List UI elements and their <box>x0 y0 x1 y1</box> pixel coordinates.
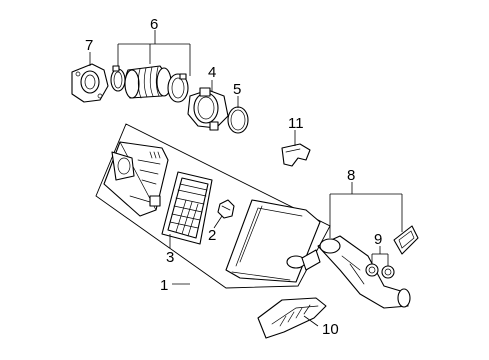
part-10-inlet-duct <box>257 297 327 339</box>
part-6-clamp-right <box>167 73 189 103</box>
part-1-lower-housing <box>225 199 321 283</box>
part-4-sensor-housing <box>187 87 229 131</box>
part-5-ring <box>227 106 249 134</box>
callout-7: 7 <box>85 37 93 54</box>
callout-6: 6 <box>150 16 158 33</box>
callout-5: 5 <box>233 81 241 98</box>
callout-3: 3 <box>166 249 174 266</box>
part-7-flange-plate <box>71 63 109 103</box>
part-3-filter-element <box>161 171 213 245</box>
part-2-clip <box>217 199 235 219</box>
callout-8: 8 <box>347 167 355 184</box>
callout-9: 9 <box>374 231 382 248</box>
part-8-gasket <box>393 225 419 255</box>
part-8-outlet-duct <box>317 235 411 309</box>
callout-1: 1 <box>160 277 168 294</box>
callout-10: 10 <box>322 321 339 338</box>
part-1-upper-housing <box>103 141 169 217</box>
part-11-bracket <box>281 143 311 167</box>
part-6-clamp-left <box>110 65 126 92</box>
callout-4: 4 <box>208 64 216 81</box>
callout-labels: 7 6 4 5 11 8 2 9 3 1 10 <box>85 16 382 338</box>
callout-11: 11 <box>288 115 304 132</box>
part-6-duct-bellows <box>124 65 172 99</box>
leader-lines <box>89 30 403 327</box>
part-9-grommet-left <box>365 263 379 277</box>
part-9-grommet-right <box>381 265 395 279</box>
callout-2: 2 <box>208 227 216 244</box>
